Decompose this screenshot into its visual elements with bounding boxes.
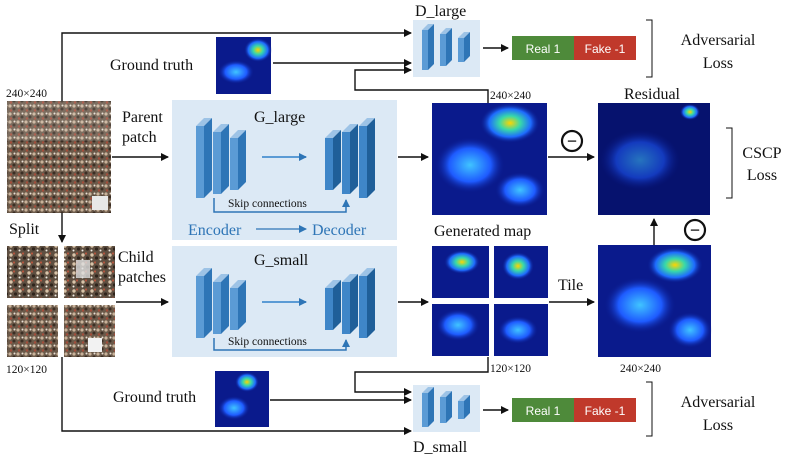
fake-top-label: Fake -1 [585,42,626,56]
real-bottom-label: Real 1 [526,404,561,418]
child-patches-image [7,246,115,357]
size-120-left: 120×120 [6,364,47,376]
split-label: Split [9,221,40,238]
minus-top-sign: − [567,131,577,151]
parent-patch-label-1: Parent [122,109,163,126]
arrow-maps-to-d-small [354,357,489,396]
g-small-skip-arrow [213,338,350,351]
d-large-label: D_large [415,3,466,20]
g-large-skip-arrow [213,198,350,213]
ground-truth-top-image [216,37,272,94]
adv-loss-top-label-1: Adversarial [681,32,756,49]
size-240-left: 240×240 [6,88,47,100]
minus-circle-bottom [683,218,707,242]
g-small-label: G_small [254,252,309,269]
child-patches-label-1: Child [118,249,154,266]
cscp-bracket [726,127,733,199]
g-small-decoder-layers [325,268,375,338]
arrow-parent-to-d-large [61,29,412,101]
parent-crowd-image [7,101,111,213]
flow-arrows [58,29,658,435]
g-large-label: G_large [254,109,305,126]
size-120-map: 120×120 [490,363,531,375]
parent-patch-label-2: patch [122,129,157,146]
g-small-encoder-layers [196,268,246,338]
d-large-layers [422,24,470,70]
minus-bottom-sign: − [690,220,700,240]
cscp-label-1: CSCP [742,145,781,162]
skip-connections-bottom-label: Skip connections [228,336,307,348]
d-small-layers [422,387,470,427]
fake-bottom-box [574,398,636,422]
fake-bottom-label: Fake -1 [585,404,626,418]
g-large-encoder-layers [196,118,246,198]
cscp-label-2: Loss [747,167,777,184]
g-large-decoder-layers [325,118,375,198]
adv-loss-top-bracket [646,19,653,78]
real-top-box [512,36,574,60]
ground-truth-bottom-image [215,371,269,427]
size-240-map: 240×240 [490,90,531,102]
minus-circle-top [560,129,584,153]
residual-map [598,103,710,215]
adv-loss-bottom-label-2: Loss [703,417,733,434]
decoder-label: Decoder [312,222,367,239]
generated-large-map [432,103,547,215]
d-small-label: D_small [413,439,468,456]
tiled-map [598,245,712,357]
real-top-label: Real 1 [526,42,561,56]
generated-small-maps [432,246,548,356]
real-bottom-box [512,398,574,422]
ground-truth-top-label: Ground truth [110,57,193,74]
adv-loss-bottom-label-1: Adversarial [681,394,756,411]
adv-loss-bottom-bracket [646,381,653,437]
child-patches-label-2: patches [118,269,166,286]
fake-top-box [574,36,636,60]
skip-connections-top-label: Skip connections [228,198,307,210]
tile-label: Tile [558,277,583,294]
generated-map-label: Generated map [434,223,531,240]
encoder-label: Encoder [188,222,242,239]
size-240-tile: 240×240 [620,363,661,375]
residual-label: Residual [624,86,681,103]
ground-truth-bottom-label: Ground truth [113,389,196,406]
adv-loss-top-label-2: Loss [703,55,733,72]
arrow-map-to-d-large [354,66,489,103]
arrow-child-to-d-small [61,357,412,435]
